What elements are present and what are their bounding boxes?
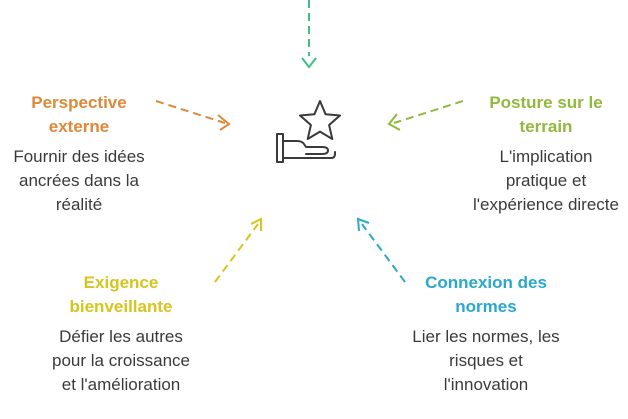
arrow-exigence bbox=[214, 217, 262, 283]
node-description: L'implication pratique et l'expérience d… bbox=[473, 147, 619, 214]
node-title: Connexion des normes bbox=[425, 273, 547, 316]
node-description: Fournir des idées ancrées dans la réalit… bbox=[13, 147, 145, 214]
arrow-perspective bbox=[155, 100, 231, 131]
node-description: Lier les normes, les risques et l'innova… bbox=[412, 327, 560, 394]
node-title: Posture sur le terrain bbox=[489, 93, 603, 136]
node-title: Exigence bienveillante bbox=[69, 273, 173, 316]
node-connexion-normes: Connexion des normes Lier les normes, le… bbox=[408, 271, 564, 397]
node-title: Perspective externe bbox=[31, 93, 127, 136]
arrow-posture bbox=[387, 100, 464, 131]
node-exigence-bienveillante: Exigence bienveillante Défier les autres… bbox=[48, 271, 194, 397]
node-perspective-externe: Perspective externe Fournir des idées an… bbox=[0, 91, 158, 217]
node-posture-terrain: Posture sur le terrain L'implication pra… bbox=[470, 91, 622, 217]
arrow-top bbox=[301, 0, 317, 69]
node-description: Défier les autres pour la croissance et … bbox=[52, 327, 190, 394]
hand-star-icon bbox=[276, 100, 341, 163]
arrow-connexion bbox=[356, 217, 406, 283]
